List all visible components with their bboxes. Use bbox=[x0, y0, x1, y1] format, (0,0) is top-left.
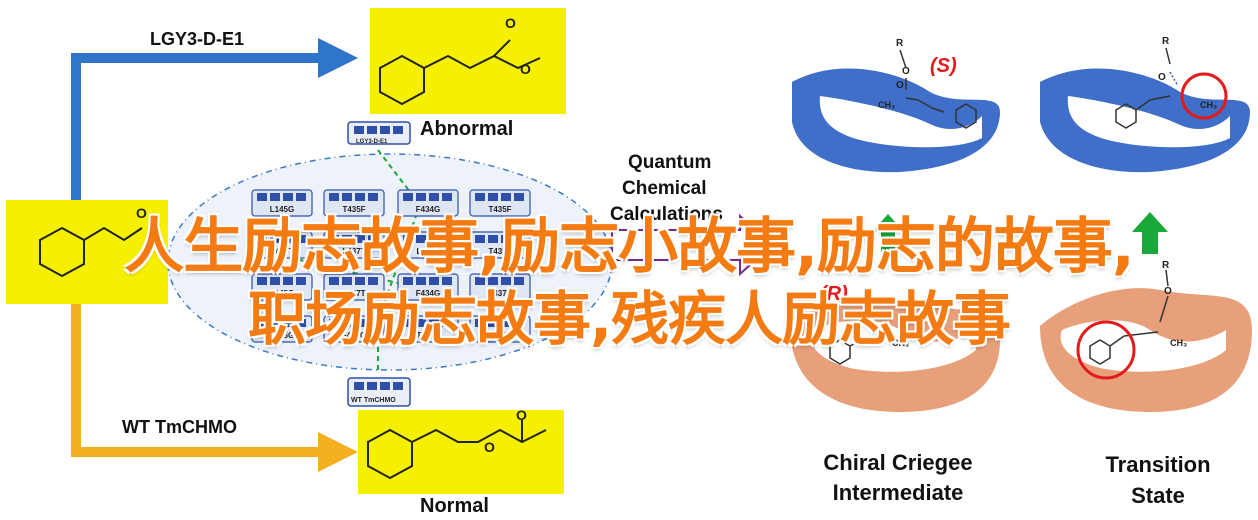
mutation-chip: L145G bbox=[251, 315, 313, 343]
substrate-molecule-box: O bbox=[6, 200, 168, 304]
abnormal-label: Abnormal bbox=[420, 118, 513, 140]
abnormal-product-box: O O bbox=[370, 8, 566, 114]
middle-label-line3: Calculations bbox=[610, 204, 723, 225]
mutation-chip: L437T bbox=[323, 231, 385, 259]
mutation-chip-label: F434G bbox=[416, 205, 440, 214]
ts-blue-molecule bbox=[1115, 47, 1179, 129]
ts-orange-red-circle bbox=[1076, 320, 1136, 380]
middle-label-line2: Chemical bbox=[622, 178, 706, 199]
quantum-calculation-label: Quantum Chemical Calculations bbox=[610, 152, 723, 225]
r-intermediate-molecule bbox=[829, 337, 885, 365]
mutation-chip: T435F bbox=[469, 231, 531, 259]
abnormal-product-o1: O bbox=[505, 15, 516, 31]
mutation-chip-label: T435F bbox=[416, 331, 439, 340]
mutation-chip-label: L437T bbox=[488, 289, 511, 298]
mutation-chip: T435F bbox=[469, 189, 531, 217]
mutation-chip: L437T bbox=[251, 231, 313, 259]
mutation-chip-label: F434G bbox=[416, 289, 440, 298]
mutation-chip-label: T435F bbox=[488, 205, 511, 214]
ts-blue-mol-ch3: CH₃ bbox=[1200, 100, 1217, 110]
normal-label: Normal bbox=[420, 495, 489, 517]
mutation-chip-label: T435F bbox=[342, 205, 365, 214]
mutation-chip: F434G bbox=[397, 189, 459, 217]
bottom-arrow-label: WT TmCHMO bbox=[122, 417, 237, 437]
mutation-chip-label: F434G bbox=[342, 331, 366, 340]
ts-pocket-blue bbox=[1040, 68, 1250, 173]
normal-product-box: O O bbox=[358, 407, 564, 494]
bottom-chip-label: WT TmCHMO bbox=[351, 397, 396, 404]
top-arrow-label: LGY3-D-E1 bbox=[150, 29, 244, 49]
green-up-arrow-right bbox=[1132, 212, 1168, 254]
middle-label-line1: Quantum bbox=[628, 152, 711, 173]
r-pocket-orange bbox=[790, 296, 1000, 412]
mutation-grid: L145G T435F F434G T435F L437T L437T L437T T435F… bbox=[251, 189, 531, 343]
s-mol-r: R bbox=[896, 38, 904, 49]
ts-orange-mol-o: O bbox=[1164, 286, 1172, 297]
ts-pocket-orange bbox=[1040, 288, 1252, 412]
transition-caption-line1: Transition bbox=[1105, 452, 1210, 477]
mutation-chip: T435F bbox=[323, 189, 385, 217]
green-up-arrow-left bbox=[872, 214, 904, 254]
top-chip-label: LGY3-D-E1 bbox=[356, 139, 388, 145]
mutation-chip-label: L145G bbox=[270, 331, 294, 340]
ts-blue-mol-o: O bbox=[1158, 72, 1166, 83]
abnormal-pathway-arrow bbox=[71, 38, 358, 205]
ts-blue-red-circle bbox=[1180, 72, 1228, 120]
mutation-chip: L145G bbox=[251, 189, 313, 217]
top-variant-chip: LGY3-D-E1 bbox=[347, 121, 411, 145]
r-configuration-label: (R) bbox=[820, 283, 848, 305]
substrate-oxygen-label: O bbox=[136, 205, 147, 221]
s-mol-ch3: CH₃ bbox=[878, 100, 895, 110]
ts-orange-mol-r: R bbox=[1162, 260, 1170, 271]
ts-orange-mol-ch3: CH₃ bbox=[1170, 338, 1187, 348]
s-intermediate-molecule bbox=[899, 49, 977, 129]
overlay-headline-line1: 人生励志故事,励志小故事,励志的故事, bbox=[124, 212, 1134, 282]
s-configuration-label: (S) bbox=[930, 55, 957, 77]
mutation-chip: F434G bbox=[323, 315, 385, 343]
mutation-chip: L437T bbox=[469, 273, 531, 301]
mutation-chip: L437T bbox=[323, 273, 385, 301]
mutation-chip: L437T bbox=[469, 315, 531, 343]
s-mol-o2: O bbox=[896, 80, 904, 91]
calculation-arrow bbox=[611, 213, 774, 277]
mutation-chip-label: L145G bbox=[270, 289, 294, 298]
mutation-chip-label: L437T bbox=[342, 247, 365, 256]
s-mol-o1: O bbox=[902, 66, 910, 77]
transition-caption-line2: State bbox=[1131, 483, 1185, 508]
chiral-caption-line1: Chiral Criegee bbox=[823, 450, 972, 475]
overlay-headline-line2: 职场励志故事,残疾人励志故事 bbox=[247, 285, 1011, 353]
mutation-chip-label: L145G bbox=[270, 205, 294, 214]
s-pocket-blue bbox=[792, 68, 1000, 173]
abnormal-product-o2: O bbox=[520, 61, 531, 77]
normal-pathway-arrow bbox=[71, 300, 358, 472]
mutation-chip-label: T435F bbox=[488, 247, 511, 256]
mutation-chip: T435F bbox=[397, 315, 459, 343]
mutation-chip-label: L437T bbox=[488, 331, 511, 340]
normal-product-o2: O bbox=[516, 407, 527, 423]
mutation-chip: L145G bbox=[251, 273, 313, 301]
mutation-chip-label: L437T bbox=[270, 247, 293, 256]
normal-product-o1: O bbox=[484, 439, 495, 455]
ts-blue-mol-r: R bbox=[1162, 36, 1170, 47]
chiral-caption-line2: Intermediate bbox=[833, 480, 964, 505]
mutation-chip: L437T bbox=[397, 231, 459, 259]
mutation-chip-label: L437T bbox=[416, 247, 439, 256]
mutation-chip: F434G bbox=[397, 273, 459, 301]
mutation-chip-label: L437T bbox=[342, 289, 365, 298]
bottom-variant-chip: WT TmCHMO bbox=[347, 377, 411, 407]
r-mol-ch3: CH₃ bbox=[892, 338, 909, 348]
